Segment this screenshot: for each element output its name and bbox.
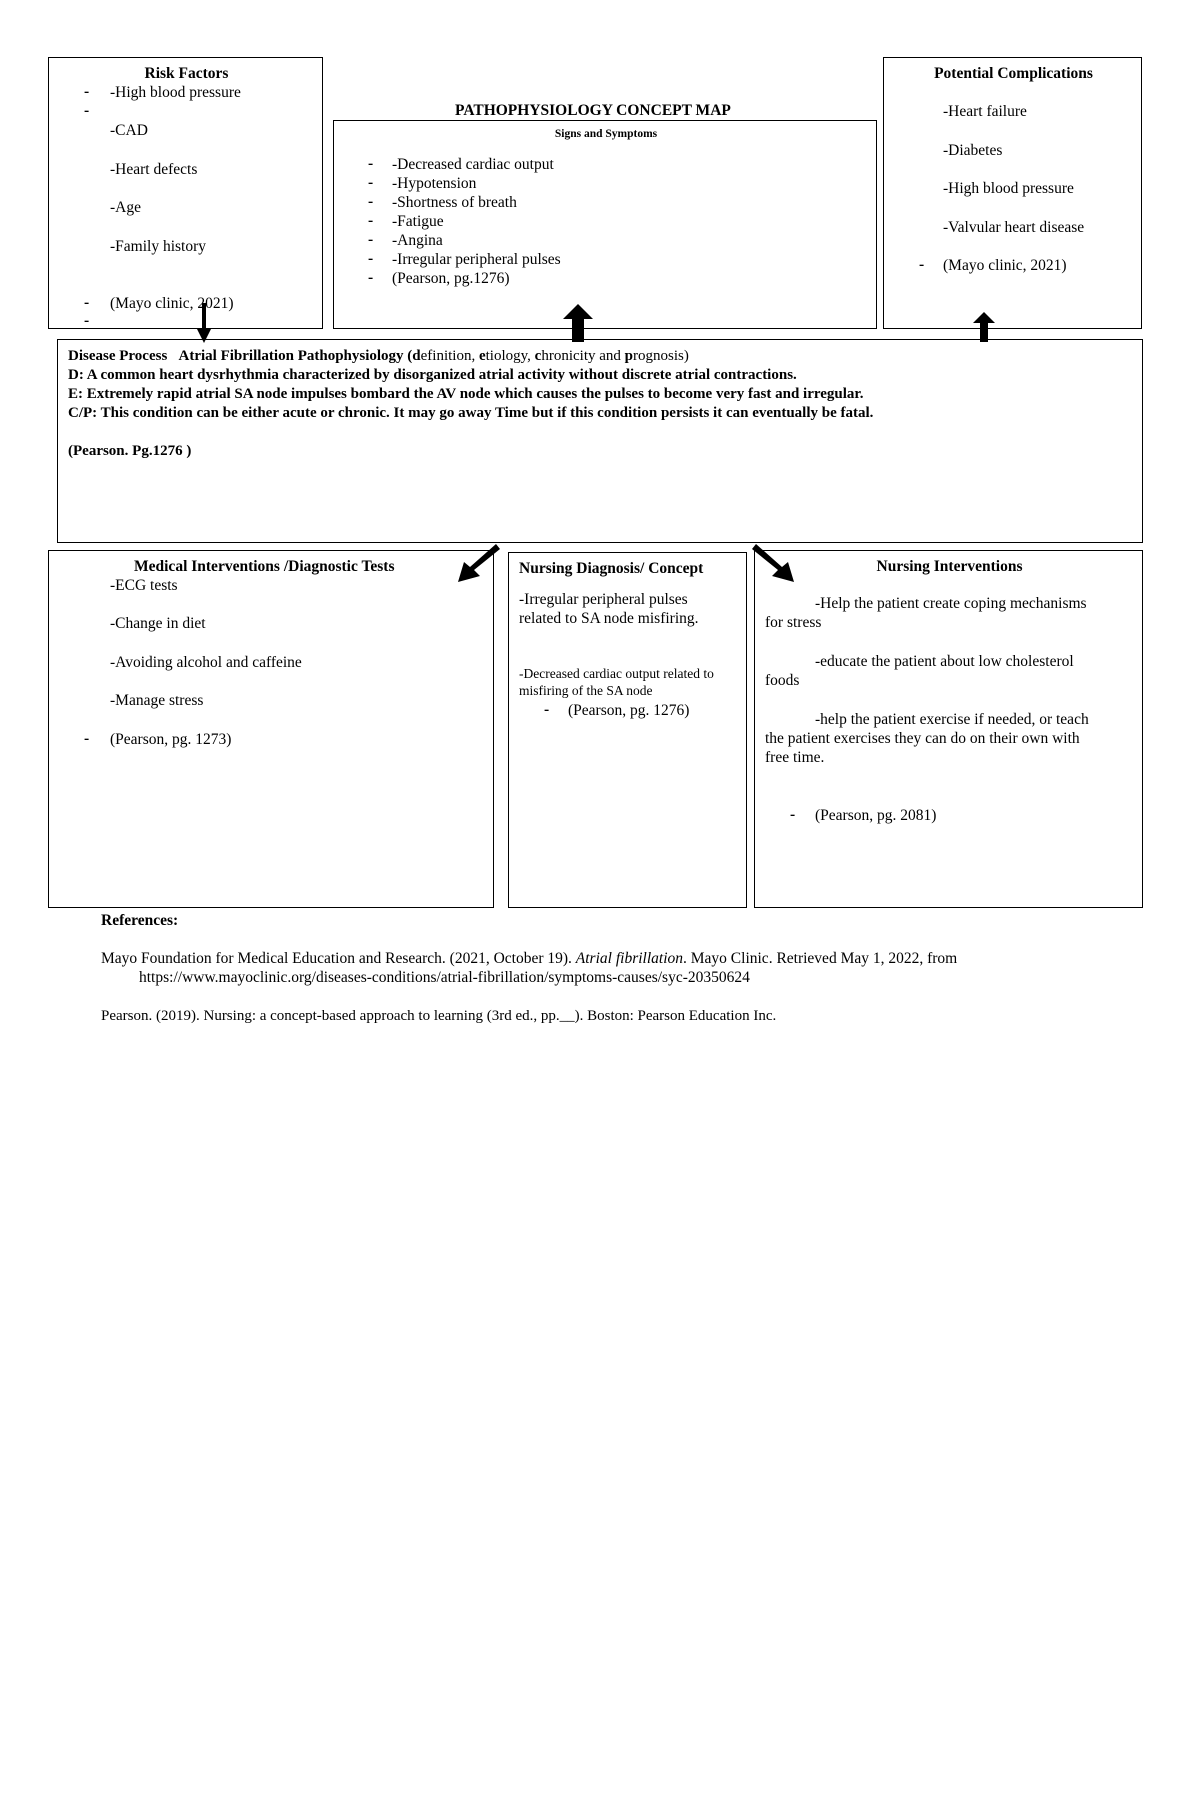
disease-process-label: Disease Process <box>68 348 168 364</box>
arrow-down-left-icon <box>458 544 500 582</box>
disease-course: C/P: This condition can be either acute … <box>68 405 874 421</box>
symptom-item: -Decreased cardiac output <box>392 156 554 173</box>
nursing-int-item: -educate the patient about low cholester… <box>815 653 1074 670</box>
risk-item: -Age <box>110 199 141 216</box>
nursing-int-item: -help the patient exercise if needed, or… <box>815 711 1089 728</box>
nursing-dx-item: -Decreased cardiac output related to mis… <box>519 666 714 698</box>
bullet-dash: - <box>368 212 374 229</box>
risk-item: -Heart defects <box>110 161 198 178</box>
bullet-dash: - <box>919 256 925 273</box>
disease-process-box: Disease Process Atrial Fibrillation Path… <box>57 339 1143 543</box>
title-rest-e: tiology, <box>485 348 535 364</box>
bullet-dash: - <box>368 269 374 286</box>
symptom-item: -Shortness of breath <box>392 194 517 211</box>
complication-item: -Diabetes <box>943 142 1003 159</box>
nursing-interventions-box: Nursing Interventions -Help the patient … <box>754 550 1143 908</box>
title-letter-p: p <box>624 348 634 364</box>
arrow-up-icon <box>563 304 593 342</box>
nursing-dx-item: -Irregular peripheral pulses related to … <box>519 591 699 627</box>
risk-citation: (Mayo clinic, 2021) <box>110 295 234 312</box>
complication-item: -Heart failure <box>943 103 1027 120</box>
bullet-dash: - <box>84 83 90 100</box>
disease-process-title: Disease Process Atrial Fibrillation Path… <box>68 347 689 366</box>
bullet-dash: - <box>544 701 550 718</box>
nursing-int-item-cont: the patient exercises they can do on the… <box>765 730 1080 747</box>
symptom-item: -Irregular peripheral pulses <box>392 251 561 268</box>
symptom-item: (Pearson, pg.1276) <box>392 270 510 287</box>
nursing-int-heading: Nursing Interventions <box>876 558 1023 575</box>
ref1-title: Atrial fibrillation <box>575 950 684 967</box>
bullet-dash: - <box>368 250 374 267</box>
arrow-down-icon <box>197 303 211 343</box>
medical-item: -Change in diet <box>110 615 206 632</box>
nursing-dx-heading: Nursing Diagnosis/ Concept <box>519 560 704 577</box>
disease-process-title-prefix: Atrial Fibrillation Pathophysiology ( <box>178 348 413 364</box>
medical-item: -Manage stress <box>110 692 204 709</box>
bullet-dash: - <box>84 294 90 311</box>
risk-factors-box: Risk Factors - - -High blood pressure -C… <box>48 57 323 329</box>
medical-item: -ECG tests <box>110 577 178 594</box>
nursing-dx-citation: (Pearson, pg. 1276) <box>568 702 690 719</box>
title-rest-c: hronicity and <box>541 348 625 364</box>
reference-mayo-url: https://www.mayoclinic.org/diseases-cond… <box>139 969 750 986</box>
arrow-up-icon <box>973 312 995 342</box>
complications-box: Potential Complications -Heart failure -… <box>883 57 1142 329</box>
complication-item: -High blood pressure <box>943 180 1074 197</box>
nursing-int-item: -Help the patient create coping mechanis… <box>815 595 1087 612</box>
complications-heading: Potential Complications <box>934 65 1093 82</box>
signs-symptoms-heading: Signs and Symptoms <box>554 128 658 140</box>
medical-interventions-box: Medical Interventions /Diagnostic Tests … <box>48 550 494 908</box>
title-rest-d: efinition, <box>420 348 479 364</box>
disease-definition: D: A common heart dysrhythmia characteri… <box>68 367 797 383</box>
symptom-item: -Fatigue <box>392 213 444 230</box>
nursing-int-item-cont: free time. <box>765 749 825 766</box>
complication-item: -Valvular heart disease <box>943 219 1085 236</box>
bullet-dash: - <box>84 312 90 329</box>
disease-citation: (Pearson. Pg.1276 ) <box>68 443 192 459</box>
bullet-dash: - <box>84 730 90 747</box>
symptom-item: -Hypotension <box>392 175 477 192</box>
title-letter-e: e <box>478 348 486 364</box>
reference-pearson: Pearson. (2019). Nursing: a concept-base… <box>101 1008 777 1024</box>
title-letter-d: d <box>412 348 421 364</box>
nursing-int-item-cont: foods <box>765 672 800 689</box>
nursing-diagnosis-box: Nursing Diagnosis/ Concept -Irregular pe… <box>508 552 747 908</box>
medical-item: -Avoiding alcohol and caffeine <box>110 654 302 671</box>
arrow-down-right-icon <box>752 544 794 582</box>
bullet-dash: - <box>368 231 374 248</box>
nursing-int-item-cont: for stress <box>765 614 822 631</box>
risk-factors-heading: Risk Factors <box>144 65 229 82</box>
ref1-post: . Mayo Clinic. Retrieved May 1, 2022, fr… <box>683 950 958 967</box>
references-heading: References: <box>101 912 179 929</box>
bullet-dash: - <box>84 102 90 119</box>
bullet-dash: - <box>790 806 796 823</box>
page-title: PATHOPHYSIOLOGY CONCEPT MAP <box>455 102 731 119</box>
reference-mayo: Mayo Foundation for Medical Education an… <box>101 949 957 968</box>
medical-heading: Medical Interventions /Diagnostic Tests <box>134 558 395 575</box>
complications-citation: (Mayo clinic, 2021) <box>943 257 1067 274</box>
ref1-pre: Mayo Foundation for Medical Education an… <box>101 950 576 967</box>
disease-etiology: E: Extremely rapid atrial SA node impuls… <box>68 386 864 402</box>
title-letter-c: c <box>534 348 542 364</box>
nursing-int-citation: (Pearson, pg. 2081) <box>815 807 937 824</box>
bullet-dash: - <box>368 155 374 172</box>
risk-item: -High blood pressure <box>110 84 241 101</box>
signs-symptoms-box: Signs and Symptoms - - - - - - - -Decrea… <box>333 120 877 329</box>
title-rest-p: rognosis) <box>633 348 689 364</box>
bullet-dash: - <box>368 193 374 210</box>
risk-item: -CAD <box>110 122 148 139</box>
symptom-item: -Angina <box>392 232 443 249</box>
risk-item: -Family history <box>110 238 207 255</box>
medical-citation: (Pearson, pg. 1273) <box>110 731 232 748</box>
bullet-dash: - <box>368 174 374 191</box>
